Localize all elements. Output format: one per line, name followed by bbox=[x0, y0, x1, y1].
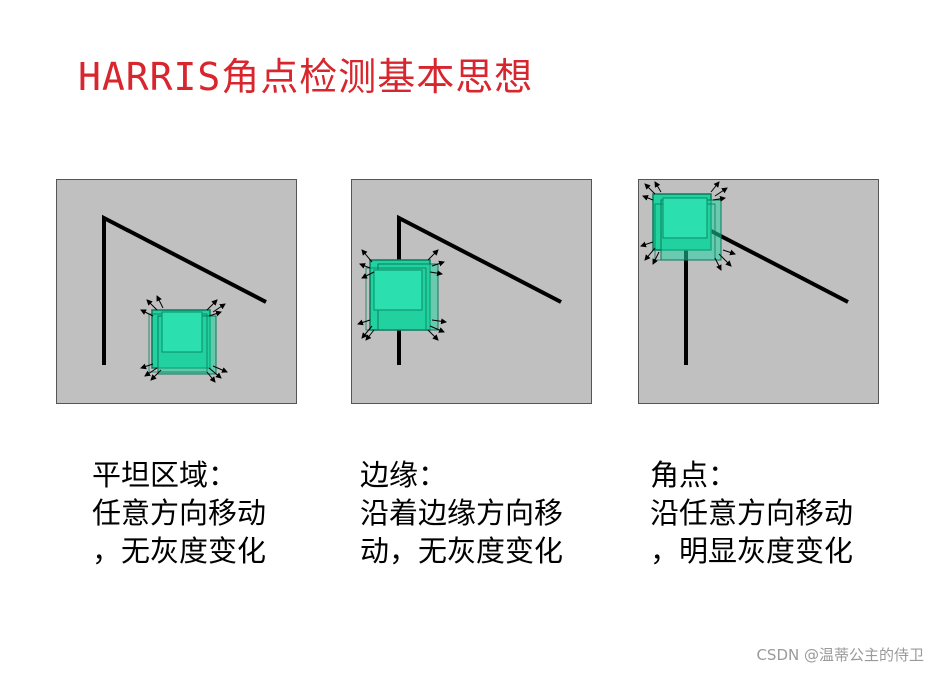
flat-region-panel bbox=[56, 179, 297, 404]
motion-arrows bbox=[357, 249, 447, 341]
slide-title: HARRIS角点检测基本思想 bbox=[78, 55, 534, 99]
caption-line: 边缘： bbox=[360, 458, 448, 492]
caption-line: 任意方向移动 bbox=[92, 496, 267, 530]
edge-panel bbox=[351, 179, 592, 404]
caption-line: ，明显灰度变化 bbox=[650, 534, 854, 568]
flat-region-caption: 平坦区域： 任意方向移动 ，无灰度变化 bbox=[92, 456, 266, 570]
shift-window bbox=[148, 309, 217, 375]
caption-line: 沿着边缘方向移 bbox=[360, 496, 564, 530]
corner-figure bbox=[640, 181, 849, 365]
corner-shape bbox=[102, 214, 267, 365]
motion-arrows bbox=[140, 295, 228, 383]
shift-window bbox=[365, 259, 439, 331]
shift-window bbox=[652, 193, 722, 261]
flat-region-figure bbox=[102, 214, 267, 383]
caption-line: ，无灰度变化 bbox=[92, 534, 267, 568]
edge-figure bbox=[357, 214, 562, 365]
motion-arrows bbox=[640, 181, 736, 271]
caption-line: 动，无灰度变化 bbox=[360, 534, 564, 568]
watermark: CSDN @温蒂公主的侍卫 bbox=[756, 646, 924, 664]
caption-line: 沿任意方向移动 bbox=[650, 496, 854, 530]
edge-caption: 边缘： 沿着边缘方向移 动，无灰度变化 bbox=[360, 456, 563, 570]
caption-line: 角点： bbox=[650, 458, 738, 492]
corner-panel bbox=[638, 179, 879, 404]
caption-line: 平坦区域： bbox=[92, 458, 238, 492]
corner-caption: 角点： 沿任意方向移动 ，明显灰度变化 bbox=[650, 456, 853, 570]
